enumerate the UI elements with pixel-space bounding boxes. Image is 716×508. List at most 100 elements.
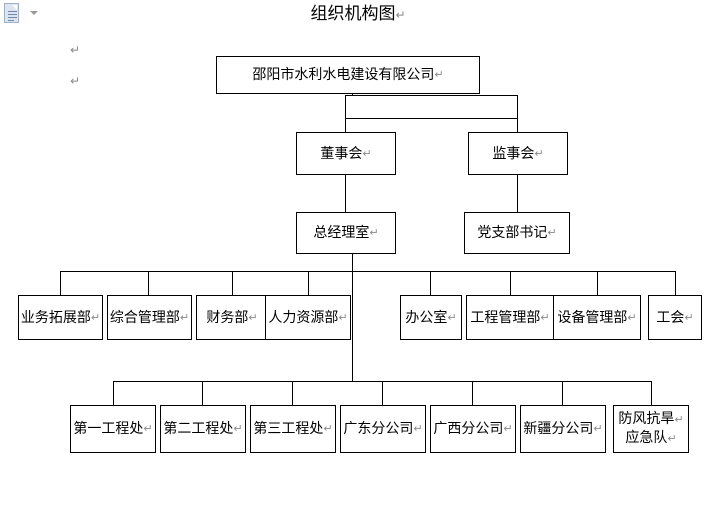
org-node-label: 广西分公司 [433,421,504,437]
document-icon-fold [12,5,17,10]
chevron-down-icon[interactable] [30,11,38,15]
org-node-label: 设备管理部 [557,309,628,326]
pilcrow-mark: ↵ [248,310,258,324]
connector-bus-level4 [60,271,676,272]
org-node-label-text: 防风抗旱 [618,411,675,427]
org-node-dept-equipment[interactable]: 设备管理部↵ [553,295,641,340]
pilcrow-mark: ↵ [413,422,423,435]
org-node-dept-hr[interactable]: 人力资源部↵ [265,295,351,340]
org-node-dept-finance[interactable]: 财务部↵ [196,295,268,340]
pilcrow-mark: ↵ [627,310,637,324]
pilcrow-mark: ↵ [233,422,243,435]
pilcrow-mark: ↵ [503,422,513,435]
pilcrow-mark: ↵ [547,226,557,239]
connector-vertical [60,271,61,295]
pilcrow-mark: ↵ [540,310,550,324]
org-node-company[interactable]: 邵阳市水利水电建设有限公司↵ [216,56,480,94]
org-node-dept-office[interactable]: 办公室↵ [400,295,462,340]
pilcrow-mark: ↵ [362,146,372,160]
connector-vertical [292,381,293,405]
org-node-dept-business[interactable]: 业务拓展部↵ [18,295,103,340]
org-node-label: 董事会 [320,145,363,162]
connector-vertical [472,381,473,405]
connector-vertical [202,381,203,405]
org-node-eng-3[interactable]: 第三工程处↵ [250,405,336,453]
connector-trunk [352,253,353,381]
pilcrow-mark: ↵ [674,413,684,426]
org-node-label: 第二工程处 [163,421,234,437]
pilcrow-mark: ↵ [667,432,677,445]
pilcrow-mark: ↵ [338,310,348,324]
page-title: 组织机构图↵ [0,3,716,26]
connector-bus-level2 [345,95,518,96]
document-icon-line [8,20,14,21]
connector-vertical [430,271,431,295]
org-node-eng-1[interactable]: 第一工程处↵ [70,405,156,453]
org-node-dept-engineering[interactable]: 工程管理部↵ [466,295,554,340]
document-icon-line [8,17,17,18]
pilcrow-mark: ↵ [323,422,333,435]
org-node-label: 新疆分公司 [523,421,594,437]
org-node-supervisors[interactable]: 监事会↵ [468,132,568,175]
connector-vertical [382,381,383,405]
org-node-label-text: 应急队 [625,430,668,446]
org-node-label: 综合管理部 [109,309,180,326]
connector-vertical [113,381,114,405]
pilcrow-mark: ↵ [143,422,153,435]
connector-vertical [345,175,346,213]
empty-paragraph-mark: ↵ [70,74,81,88]
connector-vertical [517,95,518,132]
org-node-label: 工程管理部 [470,309,541,326]
pilcrow-mark: ↵ [179,310,190,324]
connector-vertical [148,271,149,295]
org-node-label-line2: 应急队↵ [614,429,688,448]
connector-vertical [352,93,353,96]
connector-vertical [651,381,652,405]
connector-vertical [345,95,346,132]
org-node-label: 工会 [656,309,685,326]
org-node-board[interactable]: 董事会↵ [296,132,396,175]
empty-paragraph-mark: ↵ [70,43,81,57]
pilcrow-mark: ↵ [684,310,694,324]
pilcrow-mark: ↵ [593,422,603,435]
org-node-dept-general[interactable]: 综合管理部↵ [107,295,192,340]
connector-vertical [562,381,563,405]
page-title-text: 组织机构图 [310,4,396,24]
org-node-label: 监事会 [492,145,535,162]
org-node-branch-guangdong[interactable]: 广东分公司↵ [340,405,426,453]
connector-vertical [232,271,233,295]
document-icon-sheet [4,3,19,23]
document-icon[interactable] [4,3,22,25]
org-node-branch-guangxi[interactable]: 广西分公司↵ [430,405,516,453]
org-node-branch-xinjiang[interactable]: 新疆分公司↵ [520,405,606,453]
document-icon-line [8,11,17,12]
connector-bus-level3 [345,118,518,119]
org-node-label: 业务拓展部 [20,309,91,326]
org-node-label: 第三工程处 [253,421,324,437]
org-node-label: 广东分公司 [343,421,414,437]
org-node-gm-office[interactable]: 总经理室↵ [296,212,396,254]
pilcrow-mark: ↵ [90,310,101,324]
connector-vertical [597,271,598,295]
org-node-party-secretary[interactable]: 党支部书记↵ [464,212,570,254]
pilcrow-mark: ↵ [534,146,544,160]
document-icon-line [8,14,17,15]
pilcrow-mark: ↵ [447,310,457,324]
org-node-dept-union[interactable]: 工会↵ [648,295,702,340]
org-node-label: 党支部书记 [477,225,548,241]
connector-vertical [675,271,676,295]
pilcrow-mark: ↵ [395,8,406,22]
org-node-label: 人力资源部 [268,309,339,326]
pilcrow-mark: ↵ [369,226,379,239]
org-node-emergency-team[interactable]: 防风抗旱↵应急队↵ [613,405,689,453]
org-node-eng-2[interactable]: 第二工程处↵ [160,405,246,453]
org-node-label: 总经理室 [313,225,370,241]
org-node-label: 办公室 [405,309,448,326]
org-node-label-line1: 防风抗旱↵ [614,410,688,429]
org-node-label: 邵阳市水利水电建设有限公司 [252,67,435,83]
org-node-label: 财务部 [206,309,249,326]
org-node-label: 第一工程处 [73,421,144,437]
connector-vertical [308,271,309,295]
connector-vertical [510,271,511,295]
